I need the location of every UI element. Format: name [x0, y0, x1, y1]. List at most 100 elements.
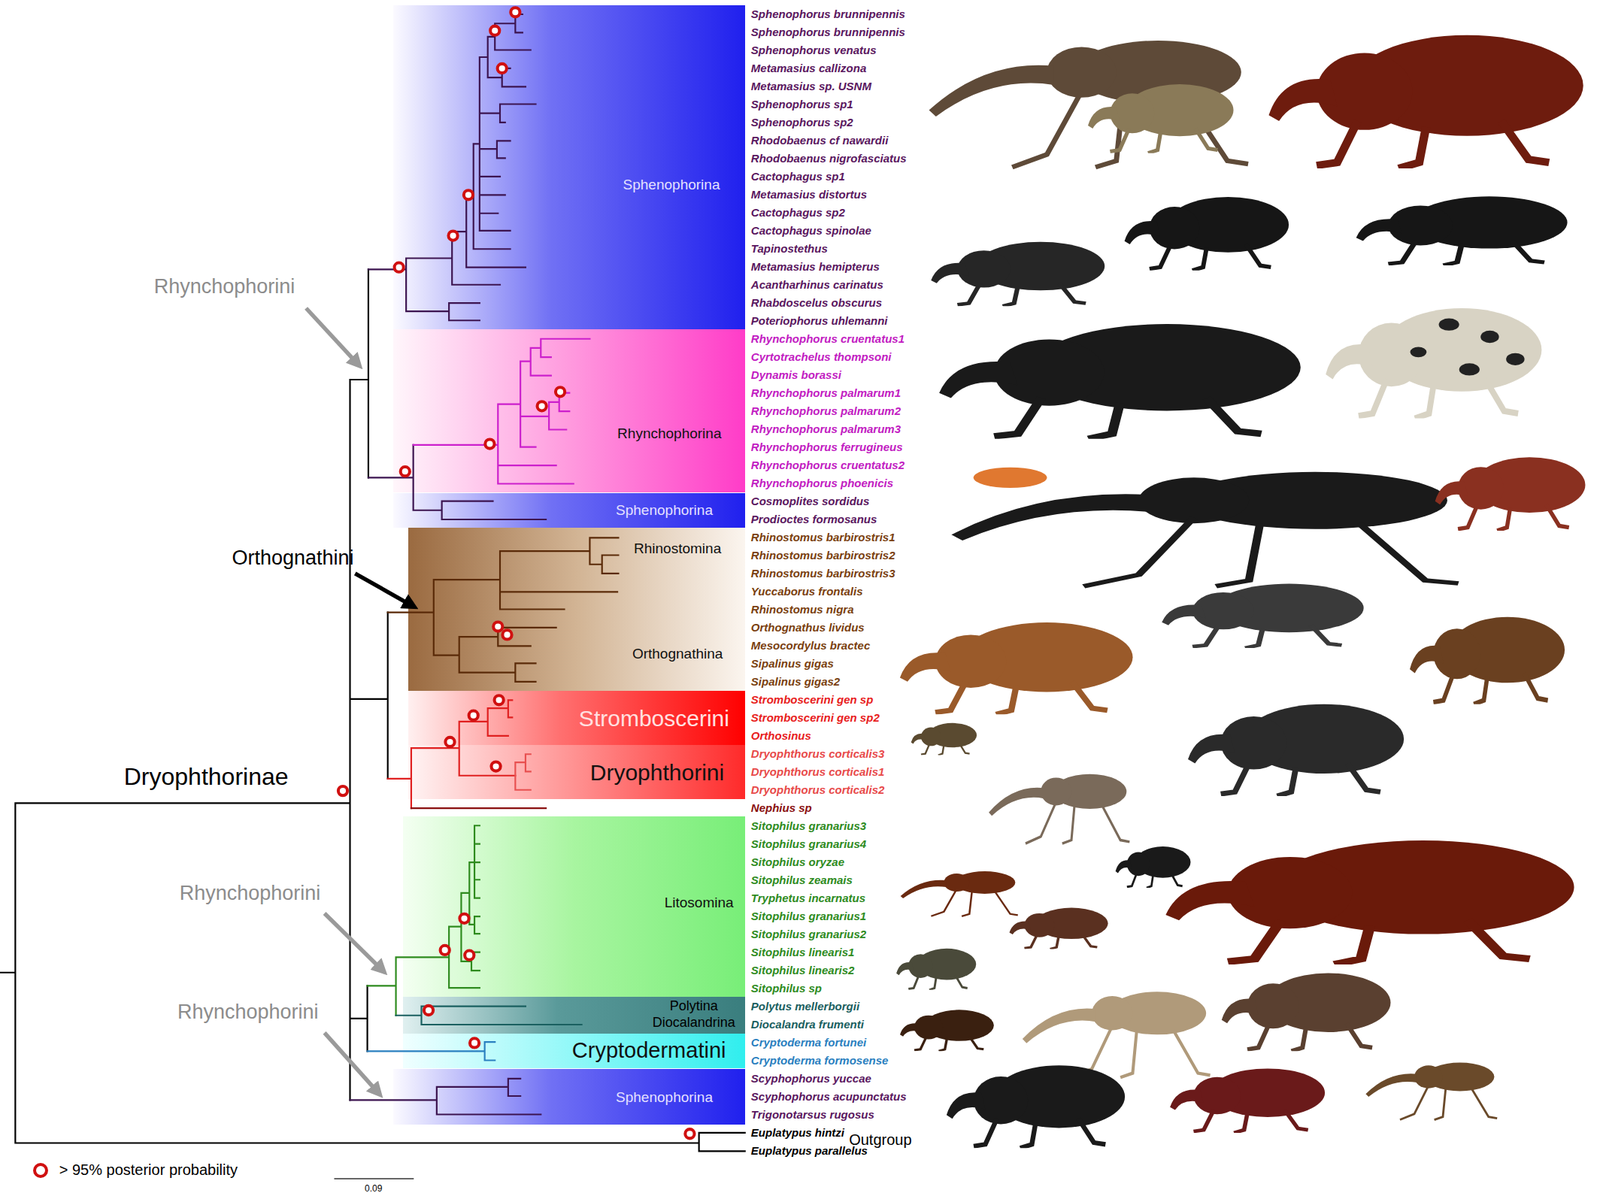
label-anchor: Polytina [669, 1000, 719, 1016]
taxon-name: Sipalinus gigas [751, 657, 834, 670]
tree-path [324, 1033, 379, 1093]
tree-use [1022, 991, 1211, 1078]
label-anchor: Cosmoplites sordidus [751, 494, 870, 509]
label-anchor: Rhabdoscelus obscurus [751, 296, 882, 310]
label-anchor: Rhynchophorini [154, 275, 296, 299]
taxon-name: Sphenophorus brunnipennis [751, 25, 906, 39]
label-anchor: Sphenophorus brunnipennis [751, 25, 906, 40]
taxon-name: Sphenophorus sp2 [751, 115, 854, 129]
tree-g [896, 35, 1585, 1149]
taxon-name: Stromboscerini gen sp [751, 693, 874, 707]
taxon-name: Acantharhinus carinatus [751, 278, 884, 291]
tree-use [900, 622, 1134, 715]
taxon-name: Sitophilus oryzae [751, 855, 845, 869]
label-anchor: Metamasius distortus [751, 187, 867, 202]
taxon-name: Cactophagus sp1 [751, 169, 846, 183]
label-anchor: Stromboscerini gen sp2 [751, 711, 880, 725]
label-anchor: Metamasius hemipterus [751, 260, 880, 274]
label-anchor: Trigonotarsus rugosus [751, 1108, 875, 1122]
taxon-name: Sitophilus sp [751, 981, 822, 995]
taxon-name: Dynamis borassi [751, 368, 842, 382]
taxon-name: Tryphetus incarnatus [751, 891, 866, 905]
clade-name: Dryophthorini [590, 760, 725, 785]
label-anchor: Sipalinus gigas2 [751, 675, 840, 689]
tree-use [1409, 617, 1565, 705]
label-anchor: Sphenophorina [623, 176, 721, 193]
label-anchor: Sitophilus oryzae [751, 855, 845, 870]
clade-annotation: Rhynchophorini [179, 881, 322, 905]
clade-name: Stromboscerini [578, 706, 730, 731]
label-anchor: Polytus mellerborgii [751, 1000, 860, 1014]
clade-band: Sphenophorina [393, 5, 746, 331]
taxon-name: Sitophilus granarius4 [751, 837, 867, 851]
taxon-name: Orthognathus lividus [751, 621, 865, 634]
taxon-name: Rhodobaenus cf nawardii [751, 133, 889, 147]
tree-ellipse [1480, 330, 1499, 343]
tree-path [354, 573, 412, 606]
label-anchor: Acantharhinus carinatus [751, 278, 884, 292]
label-anchor: Sphenophorus brunnipennis [751, 7, 906, 22]
label-anchor: Rhinostomina [633, 541, 722, 558]
taxon-name: Rhabdoscelus obscurus [751, 296, 882, 310]
label-anchor: Tryphetus incarnatus [751, 891, 866, 906]
clade-annotation: Rhynchophorini [154, 275, 296, 299]
clade-name: Cryptodermatini [572, 1039, 727, 1064]
tree-circle [469, 711, 479, 721]
label-anchor: Rhinostomus nigra [751, 603, 855, 617]
label-anchor: Sphenophorus sp1 [751, 97, 854, 112]
taxon-name: Rhynchophorus phoenicis [751, 476, 894, 490]
label-anchor: Rhodobaenus cf nawardii [751, 133, 889, 148]
tree-circle [684, 1129, 694, 1139]
label-anchor: Yuccaborus frontalis [751, 584, 864, 599]
label-anchor: Poteriophorus uhlemanni [751, 314, 888, 328]
taxon-name: Rhinostomus barbirostris3 [751, 566, 896, 580]
posterior-marker [34, 1164, 47, 1177]
tree-use [929, 40, 1249, 167]
tree-use [1087, 84, 1234, 154]
taxon-name: Tapinostethus [751, 242, 828, 255]
taxon-name: Polytus mellerborgii [751, 1000, 860, 1013]
tree-path [306, 308, 358, 364]
tree-use [911, 723, 977, 756]
taxon-name: Sitophilus granarius3 [751, 819, 867, 833]
taxon-name: Orthosinus [751, 729, 812, 743]
label-anchor: Sphenophorina [615, 502, 713, 519]
tree-circle [484, 439, 494, 449]
tree-circle [463, 190, 473, 200]
label-anchor: Tapinostethus [751, 242, 828, 256]
taxon-name: Metamasius distortus [751, 187, 867, 201]
taxon-name: Metamasius hemipterus [751, 260, 880, 273]
label-anchor: Rhynchophorus phoenicis [751, 476, 894, 491]
taxon-name: Rhynchophorus ferrugineus [751, 440, 904, 454]
taxon-name: Rhynchophorus palmarum2 [751, 404, 901, 418]
tree-ellipse [1439, 318, 1460, 331]
taxon-name: Sitophilus linearis1 [751, 945, 855, 959]
tree-circle [459, 914, 469, 924]
label-anchor: Sitophilus sp [751, 981, 822, 996]
label-anchor: Dryophthorus corticalis3 [751, 747, 885, 761]
label-anchor: Rhodobaenus nigrofasciatus [751, 151, 907, 166]
tree-circle [494, 695, 504, 705]
tree-path [324, 913, 382, 970]
legend-text: > 95% posterior probability [59, 1161, 238, 1179]
label-anchor: Orthognathus lividus [751, 621, 865, 635]
label-anchor: Sphenophorina [615, 1090, 713, 1107]
clade-name: Orthognathina [632, 645, 723, 662]
label-anchor: Rhynchophorus palmarum1 [751, 386, 901, 400]
taxon-name: Rhynchophorus cruentatus1 [751, 332, 905, 346]
taxon-name: Prodioctes formosanus [751, 512, 878, 526]
label-anchor: Dryophthorus corticalis1 [751, 765, 885, 779]
label-anchor: Sphenophorus sp2 [751, 115, 854, 130]
label-anchor: Euplatypus hintzi [751, 1126, 845, 1140]
label-anchor: Orthosinus [751, 729, 812, 743]
tree-use [1169, 1068, 1325, 1134]
label-anchor: Dynamis borassi [751, 368, 842, 382]
tree-ellipse [973, 467, 1048, 488]
label-anchor: Rhynchophorus ferrugineus [751, 440, 904, 455]
tree-use [1115, 846, 1191, 888]
taxon-name: Rhynchophorus palmarum3 [751, 422, 901, 436]
tree-circle [555, 387, 565, 397]
clade-name: Sphenophorina [623, 176, 721, 193]
tree-circle [537, 401, 547, 411]
